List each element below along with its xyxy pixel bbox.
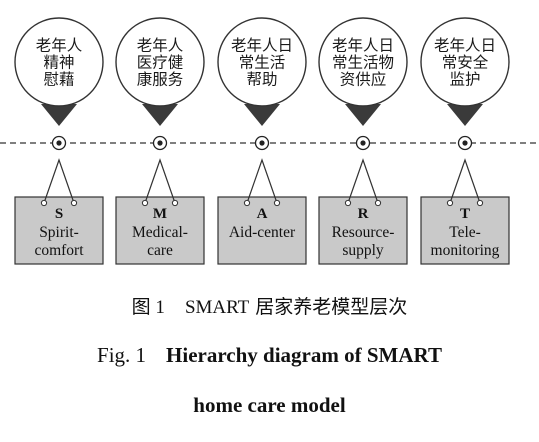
pin-circle bbox=[318, 17, 408, 107]
pin-text-line: 老年人 bbox=[36, 37, 83, 55]
category-letter: T bbox=[460, 206, 470, 222]
suspension-lines bbox=[144, 158, 176, 204]
suspension-lines bbox=[347, 158, 379, 204]
figure-caption-english-line2: home care model bbox=[193, 393, 346, 417]
category-letter: M bbox=[153, 206, 167, 222]
suspension-knob-right bbox=[171, 199, 179, 207]
category-letter: S bbox=[55, 206, 63, 222]
figure-caption-english-line1: Fig. 1 Hierarchy diagram of SMART bbox=[0, 343, 539, 368]
pin-tip bbox=[41, 104, 77, 126]
category-label-line: supply bbox=[342, 242, 384, 259]
pin-tip bbox=[345, 104, 381, 126]
pin-text-line: 老年人日 bbox=[434, 37, 496, 55]
category-label-line: comfort bbox=[34, 242, 84, 259]
pin-text-line: 老年人日 bbox=[231, 37, 293, 55]
category-label-line: Aid-center bbox=[229, 224, 296, 241]
pin-text-line: 慰藉 bbox=[43, 70, 74, 89]
figure-number-zh: 图 1 bbox=[131, 297, 165, 318]
caption-en-line1: Hierarchy diagram of SMART bbox=[166, 343, 442, 367]
connector-dot bbox=[462, 140, 468, 146]
pin-tip bbox=[142, 104, 178, 126]
category-box bbox=[217, 196, 307, 265]
pin-circle bbox=[115, 17, 205, 107]
pin-text-line: 帮助 bbox=[246, 71, 277, 89]
pin-circle bbox=[420, 17, 510, 107]
category-letter: R bbox=[358, 206, 369, 222]
pin-tip bbox=[244, 104, 280, 126]
category-box bbox=[14, 196, 104, 265]
suspension-lines bbox=[246, 158, 278, 204]
caption-zh-title: 居家养老模型层次 bbox=[249, 296, 408, 318]
category-label-line: Spirit- bbox=[39, 224, 79, 241]
suspension-lines bbox=[449, 158, 481, 204]
suspension-knob-right bbox=[273, 199, 281, 207]
connector-dot bbox=[360, 140, 366, 146]
suspension-knob-left bbox=[243, 199, 251, 207]
suspension-lines bbox=[43, 158, 75, 204]
suspension-knob-left bbox=[446, 199, 454, 207]
category-box bbox=[115, 196, 205, 265]
suspension-knob-left bbox=[40, 199, 48, 207]
category-box bbox=[318, 196, 408, 265]
category-letter: A bbox=[257, 206, 268, 222]
suspension-knob-right bbox=[374, 199, 382, 207]
category-label-line: care bbox=[147, 242, 173, 259]
smart-hierarchy-diagram: 老年人精神慰藉SSpirit-comfort老年人医疗健康服务MMedical-… bbox=[0, 17, 539, 265]
caption-zh-smart: SMART bbox=[184, 297, 250, 318]
pin-text-line: 康服务 bbox=[137, 71, 184, 89]
pin-text-line: 老年人日 bbox=[332, 37, 394, 55]
pin-text-line: 常安全 bbox=[442, 54, 489, 72]
pin-circle bbox=[14, 17, 104, 107]
connector-dot bbox=[157, 140, 163, 146]
suspension-knob-right bbox=[70, 199, 78, 207]
connector-dot bbox=[56, 140, 62, 146]
category-box bbox=[420, 196, 510, 265]
category-label-line: Medical- bbox=[132, 224, 188, 241]
category-label-line: Tele- bbox=[449, 224, 481, 241]
pin-text-line: 精神 bbox=[43, 54, 74, 72]
pin-text-line: 监护 bbox=[449, 71, 480, 89]
category-label-line: monitoring bbox=[431, 242, 500, 259]
pin-text-line: 老年人 bbox=[137, 37, 184, 55]
suspension-knob-left bbox=[141, 199, 149, 207]
suspension-knob-left bbox=[344, 199, 352, 207]
pin-text-line: 常生活物 bbox=[332, 54, 394, 72]
connector-dot bbox=[259, 140, 265, 146]
figure-caption-chinese: 图 1 SMART 居家养老模型层次 bbox=[0, 292, 539, 319]
suspension-knob-right bbox=[476, 199, 484, 207]
category-label-line: Resource- bbox=[332, 224, 395, 241]
pin-text-line: 医疗健 bbox=[137, 54, 184, 72]
pin-tip bbox=[447, 104, 483, 126]
figure-number-en: Fig. 1 bbox=[97, 343, 147, 367]
pin-circle bbox=[217, 17, 307, 107]
pin-text-line: 常生活 bbox=[239, 54, 286, 72]
pin-text-line: 资供应 bbox=[340, 70, 387, 89]
